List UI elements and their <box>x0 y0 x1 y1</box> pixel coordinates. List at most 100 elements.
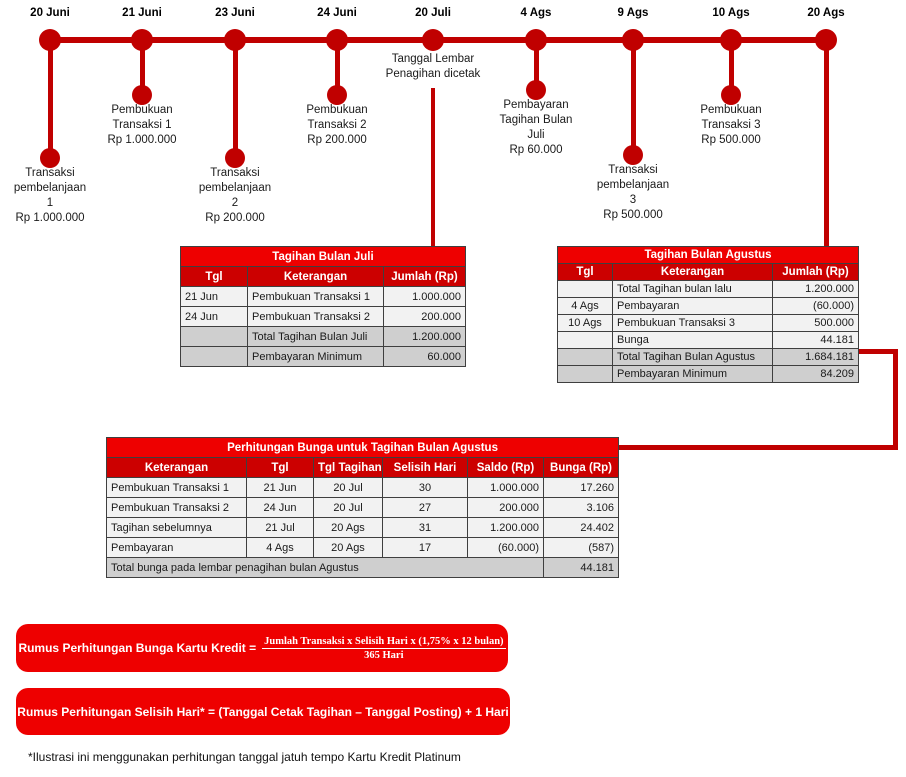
connector-juli-print-date <box>431 88 435 246</box>
column-header: Keterangan <box>247 266 384 287</box>
cell-tgl-tagihan: 20 Jul <box>313 497 383 518</box>
cell-tgl: 21 Jun <box>246 477 314 498</box>
cell-jumlah: 500.000 <box>771 314 860 332</box>
event-label: Pembukuan Transaksi 2 Rp 200.000 <box>306 104 368 146</box>
cell-jumlah: 1.000.000 <box>383 286 466 307</box>
total-bunga-label: Total bunga pada lembar penagihan bulan … <box>106 557 544 578</box>
cell-bunga: 17.260 <box>542 477 620 498</box>
cell-keterangan: Pembukuan Transaksi 3 <box>612 314 773 332</box>
event-marker <box>721 85 741 105</box>
column-header: Tgl <box>246 457 314 478</box>
timeline-date: 10 Ags <box>712 7 750 19</box>
cell-tgl <box>180 346 248 367</box>
table-row: Total Tagihan Bulan Agustus 1.684.181 <box>557 348 860 366</box>
column-header: Tgl <box>557 263 613 281</box>
cell-tgl: 24 Jun <box>246 497 314 518</box>
event-stem <box>729 40 734 92</box>
event-label: Transaksi pembelanjaan 2 Rp 200.000 <box>198 167 272 224</box>
interest-formula-box: Rumus Perhitungan Bunga Kartu Kredit = J… <box>16 624 508 672</box>
cell-saldo: (60.000) <box>467 537 544 558</box>
timeline-date: 9 Ags <box>617 7 649 19</box>
cell-keterangan: Tagihan sebelumnya <box>106 517 247 538</box>
event-marker <box>40 148 60 168</box>
event-marker <box>132 85 152 105</box>
event-stem <box>233 40 238 155</box>
column-header: Keterangan <box>106 457 247 478</box>
cell-tgl: 10 Ags <box>557 314 613 332</box>
event-label: Pembayaran Tagihan Bulan Juli Rp 60.000 <box>499 99 573 156</box>
event-label: Transaksi pembelanjaan 1 Rp 1.000.000 <box>13 167 87 224</box>
cell-tgl <box>180 326 248 347</box>
cell-bunga: 24.402 <box>542 517 620 538</box>
cell-jumlah: 84.209 <box>771 365 860 383</box>
cell-tgl: 21 Jun <box>180 286 248 307</box>
table-row: Pembukuan Transaksi 1 21 Jun 20 Jul 30 1… <box>106 477 620 498</box>
timeline-date: 4 Ags <box>520 7 552 19</box>
interest-formula-label: Rumus Perhitungan Bunga Kartu Kredit = <box>18 641 257 655</box>
cell-keterangan: Pembayaran Minimum <box>247 346 384 367</box>
table-row: Pembayaran Minimum 84.209 <box>557 365 860 383</box>
event-marker <box>623 145 643 165</box>
cell-selisih-hari: 30 <box>382 477 468 498</box>
cell-saldo: 200.000 <box>467 497 544 518</box>
table-row: Pembayaran 4 Ags 20 Ags 17 (60.000) (587… <box>106 537 620 558</box>
cell-tgl-tagihan: 20 Jul <box>313 477 383 498</box>
total-bunga-value: 44.181 <box>542 557 620 578</box>
fraction-numerator: Jumlah Transaksi x Selisih Hari x (1,75%… <box>262 635 506 649</box>
interest-formula-fraction: Jumlah Transaksi x Selisih Hari x (1,75%… <box>262 635 506 662</box>
cell-selisih-hari: 17 <box>382 537 468 558</box>
timeline-date: 20 Juli <box>415 7 451 19</box>
event-marker <box>327 85 347 105</box>
column-header: Selisih Hari <box>382 457 468 478</box>
table-row: Total Tagihan Bulan Juli 1.200.000 <box>180 326 466 347</box>
footnote: *Ilustrasi ini menggunakan perhitungan t… <box>28 750 461 764</box>
day-difference-formula-text: Rumus Perhitungan Selisih Hari* = (Tangg… <box>17 704 509 719</box>
cell-tgl <box>557 331 613 349</box>
event-label: Transaksi pembelanjaan 3 Rp 500.000 <box>596 164 670 221</box>
event-marker <box>526 80 546 100</box>
table-row: Tagihan sebelumnya 21 Jul 20 Ags 31 1.20… <box>106 517 620 538</box>
event-label: Pembukuan Transaksi 1 Rp 1.000.000 <box>107 104 177 146</box>
cell-tgl <box>557 365 613 383</box>
cell-tgl-tagihan: 20 Ags <box>313 517 383 538</box>
cell-tgl <box>557 348 613 366</box>
timeline-date: 21 Juni <box>122 7 162 19</box>
table-row: Pembayaran Minimum 60.000 <box>180 346 466 367</box>
cell-bunga: 3.106 <box>542 497 620 518</box>
table-row: 10 Ags Pembukuan Transaksi 3 500.000 <box>557 314 860 332</box>
event-stem <box>534 40 539 88</box>
column-header: Saldo (Rp) <box>467 457 544 478</box>
event-stem <box>631 40 636 152</box>
connector-bunga-h1 <box>858 349 898 354</box>
cell-jumlah: 1.200.000 <box>383 326 466 347</box>
cell-tgl <box>557 280 613 298</box>
cell-jumlah: 1.684.181 <box>771 348 860 366</box>
cell-tgl: 4 Ags <box>557 297 613 315</box>
connector-agustus-statement <box>824 40 829 247</box>
cell-jumlah: (60.000) <box>771 297 860 315</box>
cell-keterangan: Pembukuan Transaksi 2 <box>247 306 384 327</box>
timeline-node <box>422 29 444 51</box>
cell-keterangan: Total Tagihan Bulan Juli <box>247 326 384 347</box>
event-stem <box>140 40 145 92</box>
agustus-billing-table: Tagihan Bulan Agustus Tgl Keterangan Jum… <box>556 246 860 383</box>
timeline-date: 20 Ags <box>807 7 845 19</box>
connector-bunga-v <box>893 349 898 450</box>
day-difference-formula-box: Rumus Perhitungan Selisih Hari* = (Tangg… <box>16 688 510 735</box>
cell-keterangan: Pembukuan Transaksi 1 <box>247 286 384 307</box>
event-stem <box>335 40 340 92</box>
cell-bunga: (587) <box>542 537 620 558</box>
column-header: Tgl Tagihan <box>313 457 383 478</box>
cell-tgl-tagihan: 20 Ags <box>313 537 383 558</box>
cell-selisih-hari: 27 <box>382 497 468 518</box>
cell-keterangan: Pembukuan Transaksi 2 <box>106 497 247 518</box>
juli-billing-table: Tagihan Bulan Juli Tgl Keterangan Jumlah… <box>180 246 466 367</box>
cell-selisih-hari: 31 <box>382 517 468 538</box>
table-row: 24 Jun Pembukuan Transaksi 2 200.000 <box>180 306 466 327</box>
table-row: 21 Jun Pembukuan Transaksi 1 1.000.000 <box>180 286 466 307</box>
cell-tgl: 24 Jun <box>180 306 248 327</box>
cell-keterangan: Pembayaran Minimum <box>612 365 773 383</box>
cell-jumlah: 200.000 <box>383 306 466 327</box>
cell-jumlah: 44.181 <box>771 331 860 349</box>
